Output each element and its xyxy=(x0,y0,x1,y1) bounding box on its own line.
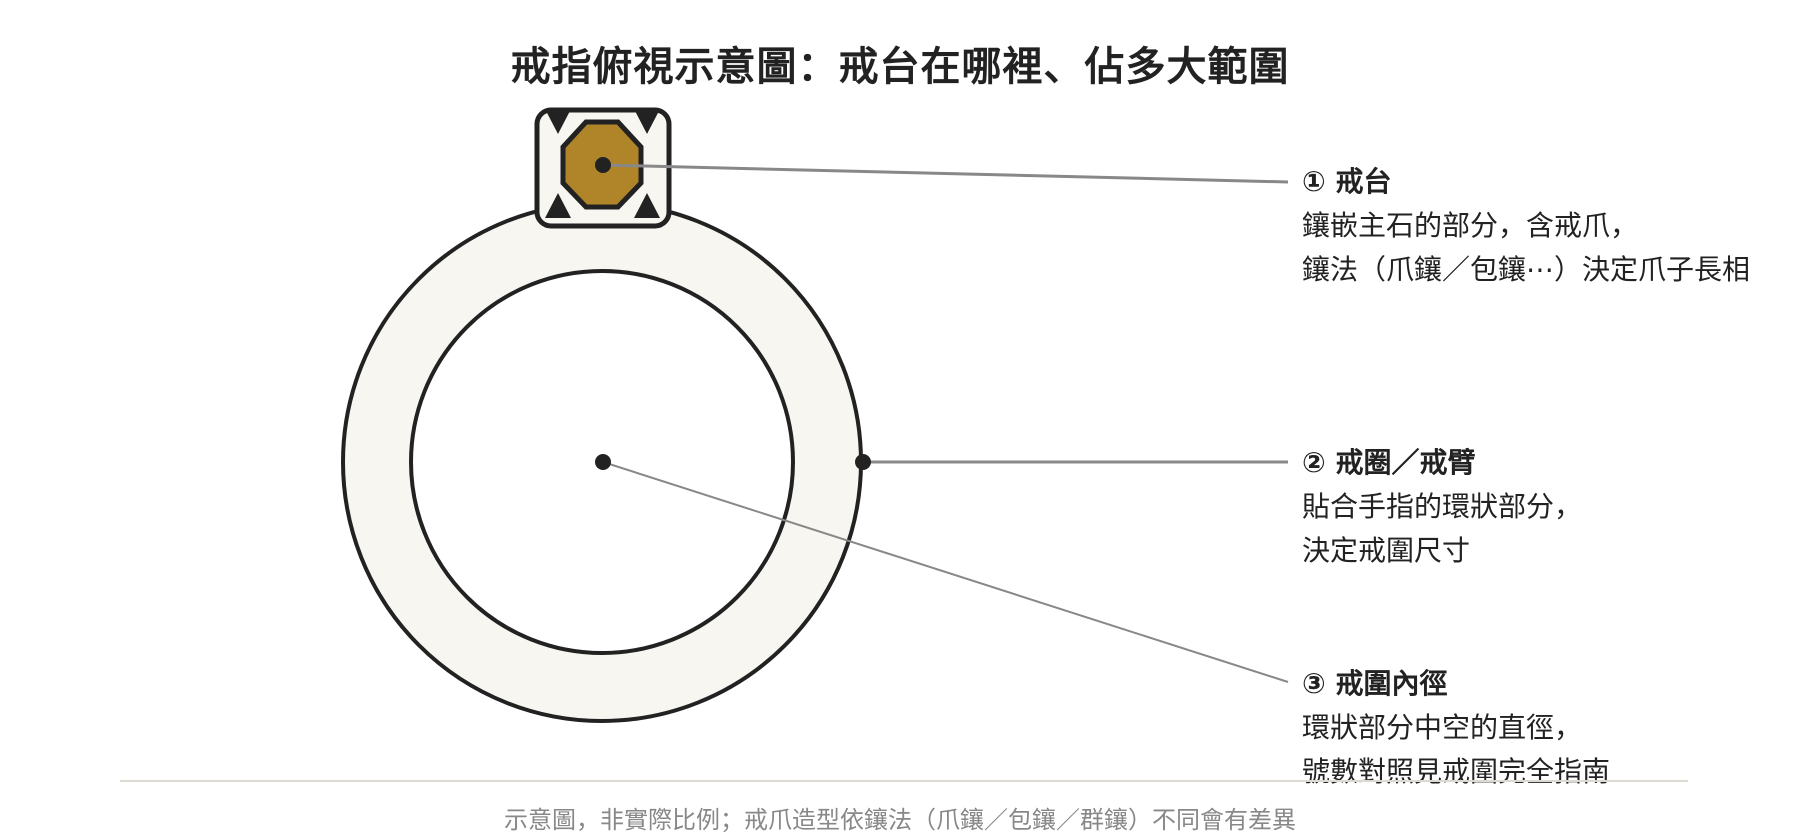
prong-bottom-left xyxy=(545,193,571,218)
prong-top-left xyxy=(545,109,571,134)
leader-line-inner-diameter xyxy=(602,461,1289,683)
callout-band: ② 戒圈／戒臂 貼合手指的環狀部分， 決定戒圍尺寸 xyxy=(1302,441,1582,573)
callout-heading: ③ 戒圍內徑 xyxy=(1302,667,1448,700)
callout-line: 號數對照見戒圍完全指南 xyxy=(1302,755,1611,788)
leader-line-setting xyxy=(602,163,1289,184)
diagram-title: 戒指俯視示意圖：戒台在哪裡、佔多大範圍 xyxy=(510,44,1290,90)
footer-note: 示意圖，非實際比例；戒爪造型依鑲法（爪鑲／包鑲／群鑲）不同會有差異 xyxy=(504,806,1296,834)
callout-line: 貼合手指的環狀部分， xyxy=(1302,490,1583,523)
anchor-dot-band xyxy=(855,454,871,470)
anchor-dot-center xyxy=(595,454,611,470)
callout-line: 鑲法（爪鑲／包鑲⋯）決定爪子長相 xyxy=(1302,253,1751,286)
prong-bottom-right xyxy=(634,193,660,218)
callout-setting: ① 戒台 鑲嵌主石的部分，含戒爪， 鑲法（爪鑲／包鑲⋯）決定爪子長相 xyxy=(1302,160,1750,292)
footer-divider xyxy=(120,780,1688,782)
anchor-dot-setting xyxy=(595,157,611,173)
callout-heading: ② 戒圈／戒臂 xyxy=(1302,446,1476,479)
prong-top-right xyxy=(634,109,660,134)
callout-heading: ① 戒台 xyxy=(1302,165,1392,198)
callout-inner-diameter: ③ 戒圍內徑 環狀部分中空的直徑， 號數對照見戒圍完全指南 xyxy=(1302,662,1610,794)
callout-line: 環狀部分中空的直徑， xyxy=(1302,711,1583,744)
callout-line: 鑲嵌主石的部分，含戒爪， xyxy=(1302,209,1639,242)
callout-line: 決定戒圍尺寸 xyxy=(1302,534,1471,567)
